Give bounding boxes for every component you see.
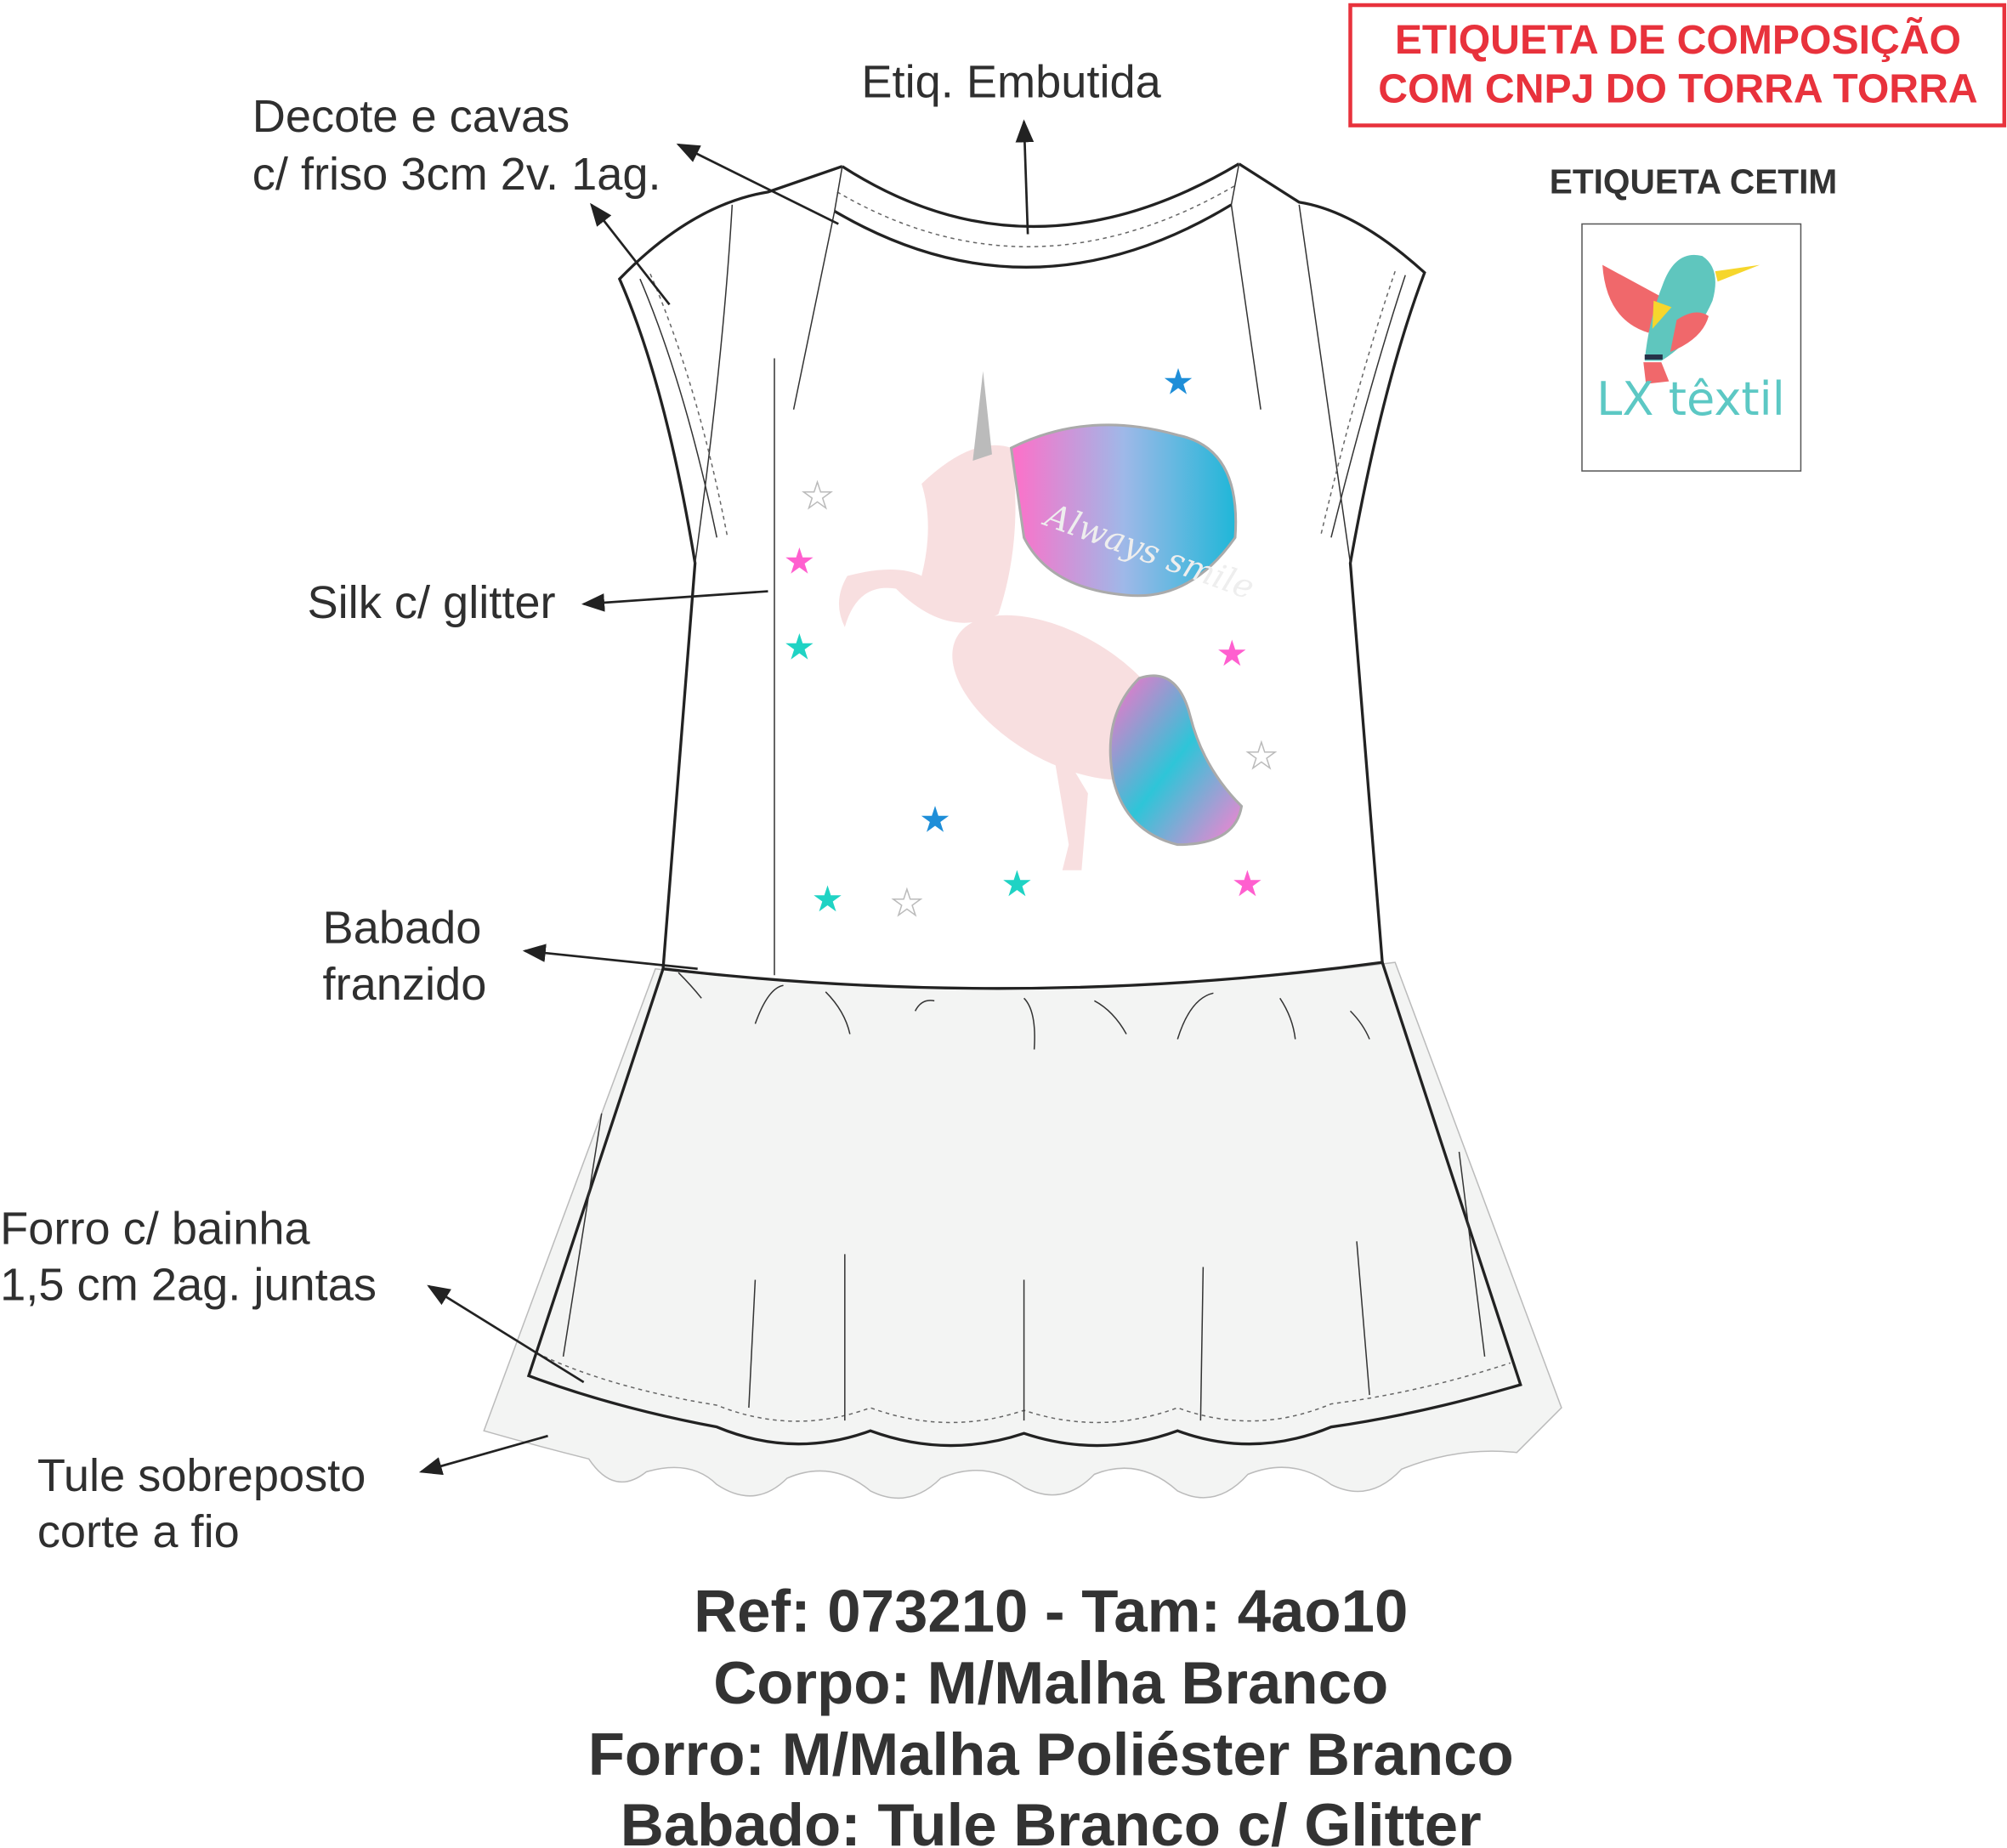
tulle-note-line1: Tule sobreposto bbox=[37, 1450, 366, 1501]
silk-note: Silk c/ glitter bbox=[307, 577, 555, 628]
svg-text:★: ★ bbox=[1231, 863, 1263, 904]
unicorn-print: Always smile ★★ ★★ ★★ ★★ ★★ ★ bbox=[784, 361, 1278, 925]
dress-drawing: Always smile ★★ ★★ ★★ ★★ ★★ ★ bbox=[483, 162, 1562, 1499]
svg-text:★: ★ bbox=[1245, 734, 1278, 776]
embedded-label-note: Etiq. Embutida bbox=[861, 56, 1161, 107]
spec-block: Ref: 073210 - Tam: 4ao10 Corpo: M/Malha … bbox=[588, 1578, 1514, 1848]
satin-label-title: ETIQUETA CETIM bbox=[1550, 162, 1838, 201]
svg-text:★: ★ bbox=[784, 540, 816, 581]
spec-ruffle: Babado: Tule Branco c/ Glitter bbox=[621, 1791, 1482, 1848]
spec-ref: Ref: 073210 - Tam: 4ao10 bbox=[694, 1578, 1408, 1645]
lining-note-line2: 1,5 cm 2ag. juntas bbox=[0, 1260, 377, 1311]
spec-lining: Forro: M/Malha Poliéster Branco bbox=[588, 1720, 1514, 1788]
composition-label-line2: COM CNPJ DO TORRA TORRA bbox=[1378, 65, 1977, 111]
svg-text:★: ★ bbox=[784, 626, 816, 667]
hummingbird-logo-icon bbox=[1602, 254, 1760, 384]
composition-label-line1: ETIQUETA DE COMPOSIÇÃO bbox=[1395, 17, 1961, 63]
satin-label-brand: LX têxtil bbox=[1596, 372, 1785, 426]
tulle-overlay bbox=[483, 961, 1562, 1499]
satin-label: ETIQUETA CETIM LX têxtil bbox=[1550, 162, 1838, 472]
spec-body: Corpo: M/Malha Branco bbox=[713, 1649, 1388, 1716]
callout-arrows bbox=[418, 119, 1035, 1476]
ruffle-note-line1: Babado bbox=[323, 903, 482, 954]
svg-text:★: ★ bbox=[891, 881, 923, 923]
svg-text:★: ★ bbox=[802, 475, 834, 517]
svg-text:★: ★ bbox=[1216, 632, 1248, 674]
svg-text:★: ★ bbox=[812, 878, 844, 920]
ruffle-note-line2: franzido bbox=[323, 959, 487, 1010]
tulle-note-line2: corte a fio bbox=[37, 1506, 240, 1557]
lining-note-line1: Forro c/ bainha bbox=[0, 1203, 310, 1254]
svg-text:★: ★ bbox=[1001, 863, 1033, 904]
svg-text:★: ★ bbox=[919, 799, 951, 841]
neckline-note-line2: c/ friso 3cm 2v. 1ag. bbox=[252, 149, 661, 200]
svg-text:★: ★ bbox=[1162, 361, 1194, 403]
composition-label: ETIQUETA DE COMPOSIÇÃO COM CNPJ DO TORRA… bbox=[1348, 3, 2007, 128]
neckline-note-line1: Decote e cavas bbox=[252, 91, 570, 142]
